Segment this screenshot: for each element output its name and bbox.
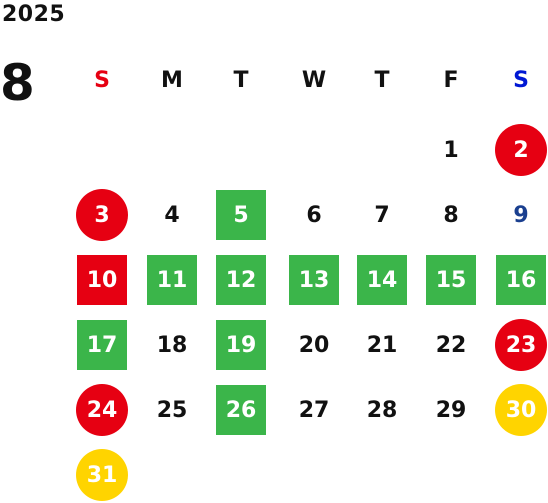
calendar-day-2[interactable]: 2 xyxy=(495,124,547,176)
calendar-day-16[interactable]: 16 xyxy=(496,255,546,305)
calendar-day-15[interactable]: 15 xyxy=(426,255,476,305)
calendar-day-30[interactable]: 30 xyxy=(495,384,547,436)
calendar-day-7[interactable]: 7 xyxy=(374,202,390,228)
calendar-day-4[interactable]: 4 xyxy=(164,202,180,228)
calendar-month: 8 xyxy=(0,54,35,112)
calendar-day-5[interactable]: 5 xyxy=(216,190,266,240)
calendar-day-21[interactable]: 21 xyxy=(366,332,398,358)
calendar-day-29[interactable]: 29 xyxy=(435,397,467,423)
calendar-day-26[interactable]: 26 xyxy=(216,385,266,435)
weekday-mon: M xyxy=(161,67,183,93)
weekday-wed: W xyxy=(301,67,327,93)
calendar-day-9[interactable]: 9 xyxy=(513,202,529,228)
calendar-day-27[interactable]: 27 xyxy=(298,397,330,423)
calendar-day-24[interactable]: 24 xyxy=(76,384,128,436)
weekday-sun: S xyxy=(94,67,110,93)
calendar-day-22[interactable]: 22 xyxy=(435,332,467,358)
calendar-day-8[interactable]: 8 xyxy=(443,202,459,228)
calendar-day-19[interactable]: 19 xyxy=(216,320,266,370)
calendar-day-28[interactable]: 28 xyxy=(366,397,398,423)
calendar-day-31[interactable]: 31 xyxy=(76,449,128,501)
calendar-day-11[interactable]: 11 xyxy=(147,255,197,305)
calendar-day-20[interactable]: 20 xyxy=(298,332,330,358)
weekday-sat: S xyxy=(513,67,529,93)
calendar-day-17[interactable]: 17 xyxy=(77,320,127,370)
calendar-year: 2025 xyxy=(2,2,66,27)
weekday-fri: F xyxy=(443,67,459,93)
calendar-day-18[interactable]: 18 xyxy=(156,332,188,358)
calendar-day-14[interactable]: 14 xyxy=(357,255,407,305)
calendar-day-3[interactable]: 3 xyxy=(76,189,128,241)
calendar-day-6[interactable]: 6 xyxy=(306,202,322,228)
calendar-day-1[interactable]: 1 xyxy=(443,137,459,163)
calendar-day-12[interactable]: 12 xyxy=(216,255,266,305)
calendar-day-25[interactable]: 25 xyxy=(156,397,188,423)
weekday-thu: T xyxy=(374,67,390,93)
calendar-day-13[interactable]: 13 xyxy=(289,255,339,305)
calendar-day-10[interactable]: 10 xyxy=(77,255,127,305)
weekday-tue: T xyxy=(233,67,249,93)
calendar-day-23[interactable]: 23 xyxy=(495,319,547,371)
